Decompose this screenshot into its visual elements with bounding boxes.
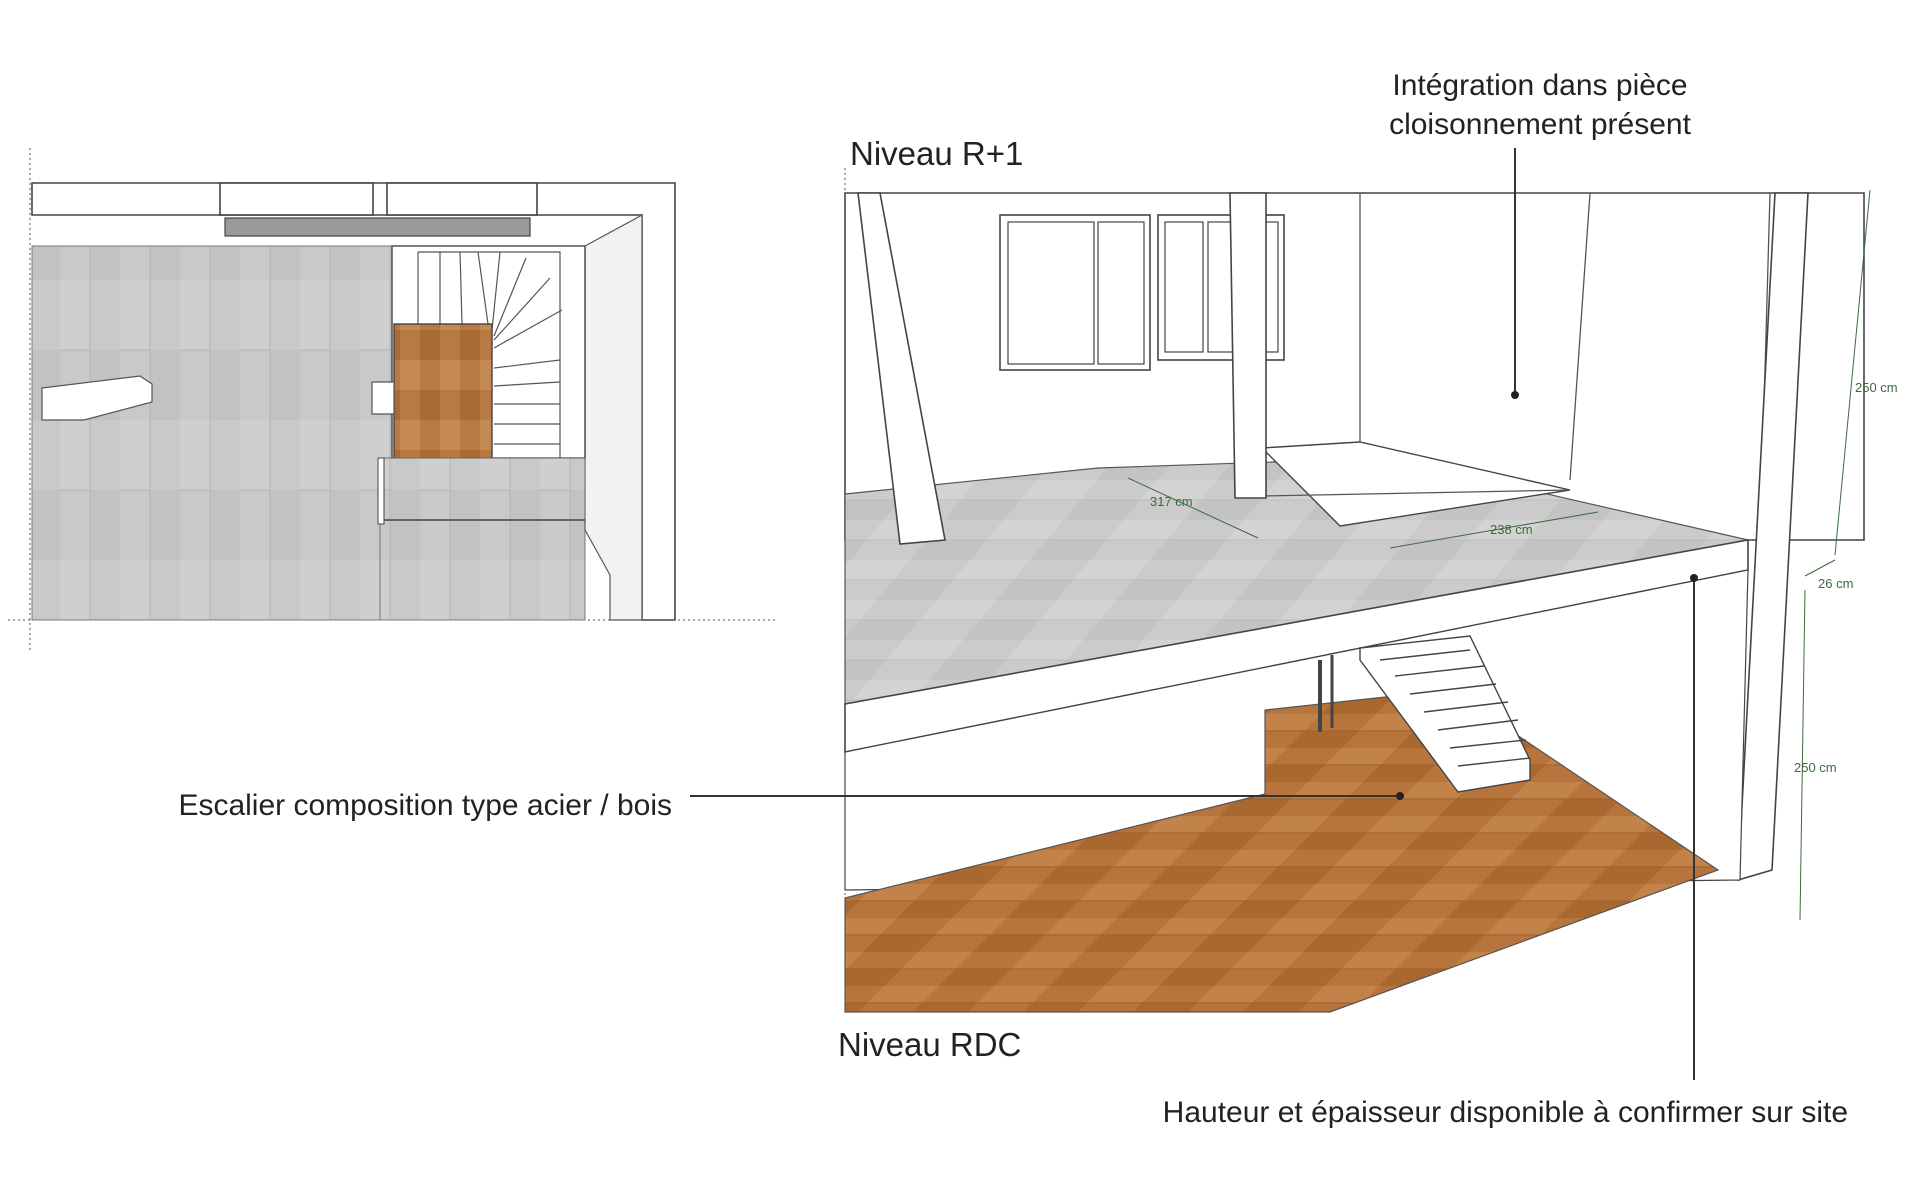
plan-grey-floor-left — [31, 245, 393, 621]
dim-width-2: 238 cm — [1490, 522, 1533, 537]
dim-height-lower: 250 cm — [1794, 760, 1837, 775]
column-right — [1737, 192, 1809, 882]
plan-wood-landing — [393, 323, 493, 461]
dim-slab-thickness: 26 cm — [1818, 576, 1853, 591]
lower-staircase — [1359, 635, 1531, 793]
dimension-lines — [1127, 189, 1871, 921]
plan-window-frame-2 — [386, 182, 538, 216]
label-hauteur: Hauteur et épaisseur disponible à confir… — [1163, 1096, 1848, 1129]
upper-windows — [999, 214, 1285, 371]
plan-corridor — [379, 457, 586, 521]
column-center — [1229, 192, 1267, 499]
plan-window-glass — [224, 217, 531, 237]
label-niveau-rdc: Niveau RDC — [838, 1026, 1021, 1063]
label-integration-line1: Intégration dans pièce — [1392, 69, 1687, 102]
label-niveau-r1: Niveau R+1 — [850, 135, 1023, 172]
dim-height-upper: 250 cm — [1855, 380, 1898, 395]
dim-width-1: 317 cm — [1150, 494, 1193, 509]
label-integration-line2: cloisonnement présent — [1389, 108, 1692, 141]
plan-post-block — [371, 381, 395, 415]
section-view: 250 cm 26 cm 250 cm 317 cm 238 cm — [690, 148, 1898, 1080]
plan-view — [8, 148, 776, 652]
plan-furniture-block — [41, 375, 153, 421]
plan-right-wall — [584, 213, 643, 621]
plan-window-frame-1 — [219, 182, 374, 216]
plan-stair-steps — [417, 251, 563, 458]
upper-room-walls — [844, 192, 1865, 541]
column-left — [857, 192, 946, 545]
leader-lines — [690, 148, 1698, 1080]
label-escalier: Escalier composition type acier / bois — [178, 789, 672, 822]
